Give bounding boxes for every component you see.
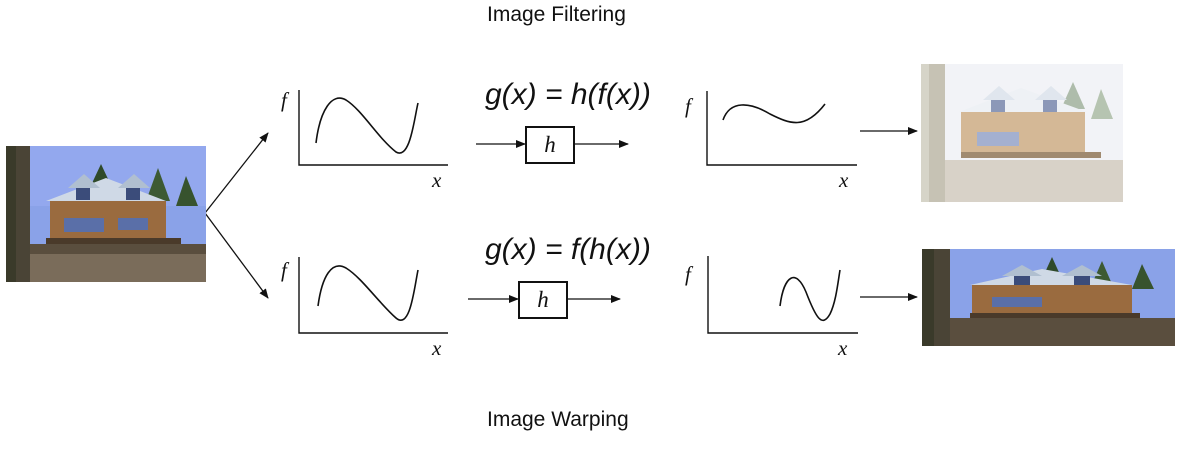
curve-input-top bbox=[315, 97, 419, 154]
axes-output-top bbox=[706, 91, 857, 166]
x-label-bottom-left: x bbox=[432, 336, 442, 360]
axes-input-bottom bbox=[298, 257, 448, 334]
x-label-bottom-right: x bbox=[838, 336, 848, 360]
f-label-bottom-left: f bbox=[281, 258, 287, 282]
x-label-top-right: x bbox=[839, 168, 849, 192]
f-label-top-left: f bbox=[281, 88, 287, 112]
axes-output-bottom bbox=[707, 256, 858, 334]
h-function-box-warping: h bbox=[518, 281, 568, 319]
branch-arrow-up bbox=[204, 132, 269, 214]
x-label-top-left: x bbox=[432, 168, 442, 192]
source-house-photo bbox=[6, 146, 206, 282]
title-image-filtering: Image Filtering bbox=[487, 3, 626, 26]
equation-warping: g(x) = f(h(x)) bbox=[485, 233, 651, 266]
curve-output-top bbox=[722, 103, 826, 124]
f-label-top-right: f bbox=[685, 94, 691, 118]
curve-input-bottom bbox=[317, 265, 419, 321]
curve-output-bottom bbox=[779, 269, 841, 321]
axes-input-top bbox=[298, 90, 448, 166]
title-image-warping: Image Warping bbox=[487, 408, 629, 431]
warped-house-photo bbox=[922, 249, 1175, 346]
f-label-bottom-right: f bbox=[685, 262, 691, 286]
branch-arrow-down bbox=[204, 212, 269, 299]
filtered-house-photo bbox=[921, 64, 1123, 202]
h-function-box-filtering: h bbox=[525, 126, 575, 164]
equation-filtering: g(x) = h(f(x)) bbox=[485, 78, 651, 111]
